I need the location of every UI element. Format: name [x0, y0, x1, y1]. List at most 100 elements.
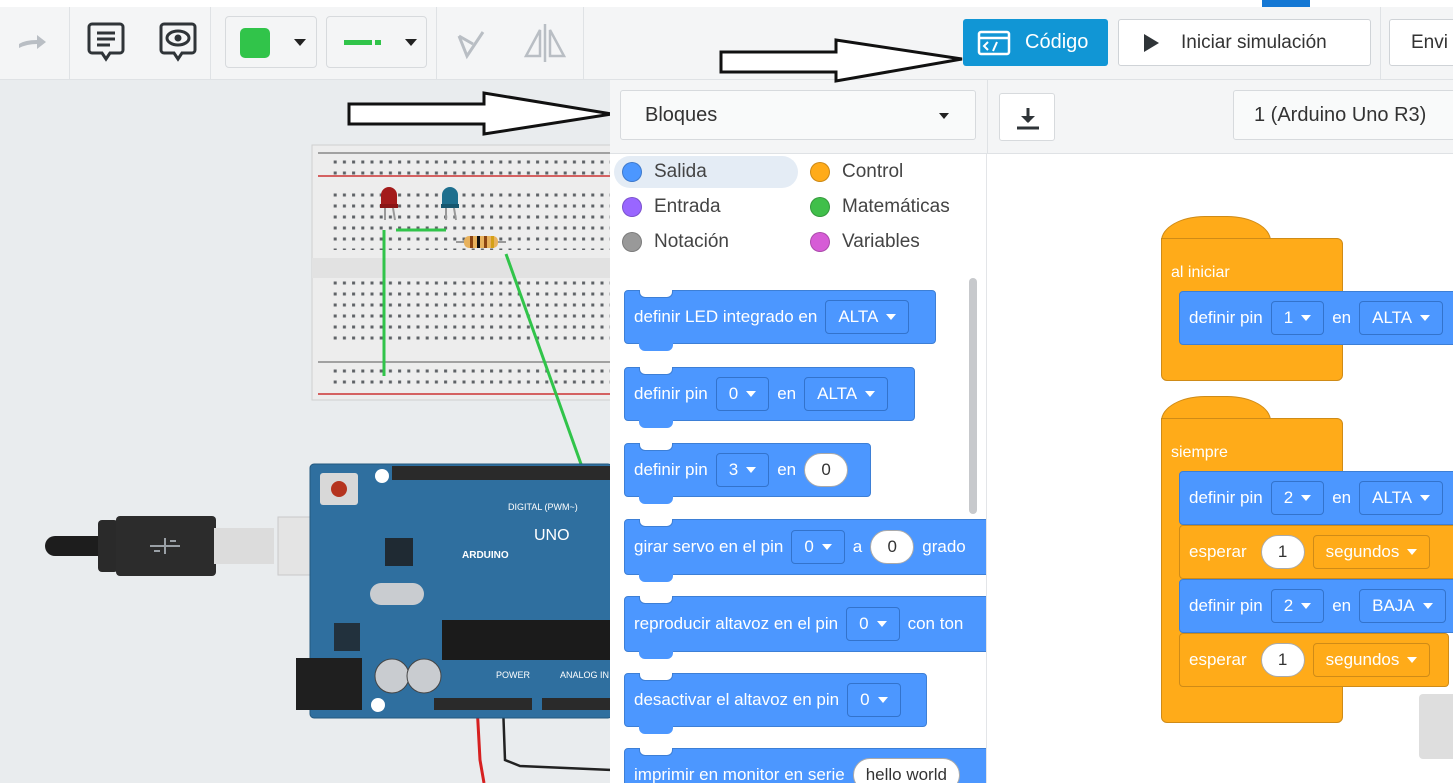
- rotate-button[interactable]: [448, 22, 492, 64]
- board-select[interactable]: 1 (Arduino Uno R3): [1233, 90, 1453, 140]
- palette-block-speaker[interactable]: reproducir altavoz en el pin 0 con ton: [624, 596, 986, 659]
- blocks-workspace[interactable]: al iniciar definir pin 1 en ALTA siempre…: [987, 154, 1453, 783]
- loop-set-pin-low-block[interactable]: definir pin 2 en BAJA: [1179, 579, 1453, 633]
- block-dropdown[interactable]: ALTA: [1359, 481, 1444, 515]
- mode-select[interactable]: Bloques: [620, 90, 976, 140]
- wire-style-picker[interactable]: [326, 16, 427, 68]
- code-icon: [977, 30, 1011, 55]
- loop-set-pin-high-block[interactable]: definir pin 2 en ALTA: [1179, 471, 1453, 525]
- block-dropdown[interactable]: 2: [1270, 481, 1325, 515]
- block-dropdown[interactable]: segundos: [1312, 535, 1431, 569]
- code-button[interactable]: Código: [963, 19, 1108, 66]
- category-label: Variables: [842, 231, 920, 252]
- block-dropdown[interactable]: 1: [1270, 301, 1325, 335]
- dropdown-value: 3: [728, 460, 739, 479]
- dropdown-value: 2: [1283, 596, 1294, 615]
- start-simulation-button[interactable]: Iniciar simulación: [1118, 19, 1371, 66]
- block-text: en: [1332, 488, 1352, 507]
- arduino-board[interactable]: UNO DIGITAL (PWM~) POWER ANALOG IN ARDUI…: [296, 463, 612, 719]
- mirror-button[interactable]: [520, 20, 570, 66]
- palette-block-speaker-off[interactable]: desactivar el altavoz en pin 0: [624, 673, 927, 734]
- block-text: reproducir altavoz en el pin: [634, 614, 839, 633]
- block-palette: definir LED integrado en ALTA definir pi…: [610, 272, 987, 783]
- category-label: Notación: [654, 231, 729, 252]
- category-matematicas[interactable]: Matemáticas: [802, 191, 982, 223]
- download-button[interactable]: [999, 93, 1055, 141]
- dropdown-value: segundos: [1325, 542, 1400, 561]
- palette-block-builtin-led[interactable]: definir LED integrado en ALTA: [624, 290, 936, 351]
- block-number-input[interactable]: 1: [1260, 643, 1305, 677]
- block-dropdown[interactable]: 0: [847, 683, 901, 717]
- category-control[interactable]: Control: [802, 156, 982, 188]
- dropdown-caret-icon: [1301, 315, 1312, 321]
- block-dropdown[interactable]: 3: [715, 453, 770, 487]
- block-number-input[interactable]: 0: [804, 453, 849, 487]
- dropdown-caret-icon: [746, 467, 757, 473]
- block-dropdown[interactable]: 0: [791, 530, 845, 564]
- block-text: esperar: [1189, 650, 1247, 669]
- dropdown-value: 2: [1283, 488, 1294, 507]
- circuit-canvas[interactable]: UNO DIGITAL (PWM~) POWER ANALOG IN ARDUI…: [0, 80, 612, 783]
- category-variables[interactable]: Variables: [802, 226, 982, 258]
- block-text: en: [1332, 596, 1352, 615]
- wire-5v[interactable]: [475, 704, 486, 783]
- block-number-input[interactable]: 1: [1260, 535, 1305, 569]
- dropdown-value: ALTA: [1372, 488, 1413, 507]
- palette-block-set-pin[interactable]: definir pin 0 en ALTA: [624, 367, 915, 428]
- block-dropdown[interactable]: ALTA: [825, 300, 910, 334]
- dropdown-caret-icon: [821, 544, 832, 550]
- palette-block-set-pin-value[interactable]: definir pin 3 en 0: [624, 443, 871, 504]
- block-notch: [639, 290, 673, 298]
- category-notacion[interactable]: Notación: [614, 226, 798, 258]
- category-label: Matemáticas: [842, 196, 950, 217]
- dropdown-value: 0: [728, 384, 739, 403]
- block-text: definir pin: [1189, 596, 1263, 615]
- blue-led[interactable]: [441, 187, 459, 221]
- breadboard[interactable]: [311, 144, 612, 401]
- dropdown-caret-icon: [1422, 603, 1433, 609]
- resistor[interactable]: [456, 236, 506, 248]
- chevron-down-icon: [939, 113, 949, 119]
- notes-button[interactable]: [84, 18, 128, 66]
- block-dropdown[interactable]: 2: [1270, 589, 1325, 623]
- category-entrada[interactable]: Entrada: [614, 191, 798, 223]
- annotation-arrow-left: [347, 91, 612, 136]
- redo-button[interactable]: [10, 24, 54, 60]
- mirror-icon: [523, 24, 567, 62]
- block-text: en: [777, 460, 797, 479]
- category-dot: [810, 232, 830, 252]
- color-picker[interactable]: [225, 16, 317, 68]
- block-dropdown[interactable]: 0: [715, 377, 770, 411]
- circuit-drawing: UNO DIGITAL (PWM~) POWER ANALOG IN ARDUI…: [45, 144, 612, 783]
- block-dropdown[interactable]: 0: [846, 607, 900, 641]
- block-dropdown[interactable]: ALTA: [1359, 301, 1444, 335]
- block-text: esperar: [1189, 542, 1247, 561]
- dropdown-value: ALTA: [817, 384, 858, 403]
- palette-block-serial-print[interactable]: imprimir en monitor en serie hello world: [624, 748, 986, 783]
- block-text-input[interactable]: hello world: [852, 758, 960, 783]
- arduino-brand-name: ARDUINO: [462, 550, 509, 561]
- block-dropdown[interactable]: segundos: [1312, 643, 1431, 677]
- red-led[interactable]: [380, 187, 398, 221]
- dropdown-caret-icon: [1407, 657, 1418, 663]
- dropdown-caret-icon: [865, 391, 876, 397]
- start-set-pin-block[interactable]: definir pin 1 en ALTA: [1179, 291, 1453, 345]
- wire-gnd[interactable]: [501, 704, 612, 772]
- loop-wait-block-2[interactable]: esperar 1 segundos: [1179, 633, 1449, 687]
- visibility-button[interactable]: [156, 18, 200, 66]
- block-dropdown[interactable]: BAJA: [1359, 589, 1446, 623]
- dropdown-caret-icon: [1407, 549, 1418, 555]
- send-button[interactable]: Envi: [1389, 19, 1453, 66]
- category-salida[interactable]: Salida: [614, 156, 798, 188]
- block-dropdown[interactable]: ALTA: [804, 377, 889, 411]
- palette-block-servo[interactable]: girar servo en el pin 0 a 0 grado: [624, 519, 986, 582]
- workspace-trash-partial[interactable]: [1419, 694, 1453, 759]
- block-number-input[interactable]: 0: [870, 530, 915, 564]
- palette-scrollbar[interactable]: [969, 278, 977, 514]
- block-text: definir pin: [1189, 488, 1263, 507]
- arduino-analog-label: ANALOG IN: [560, 670, 609, 680]
- wire-pin[interactable]: [504, 253, 588, 479]
- loop-wait-block-1[interactable]: esperar 1 segundos: [1179, 525, 1453, 579]
- block-text: definir LED integrado en: [634, 307, 818, 326]
- arduino-model: UNO: [534, 527, 570, 544]
